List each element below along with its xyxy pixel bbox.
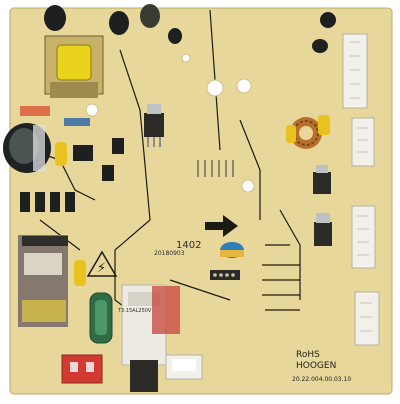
rohs-label: RoHS xyxy=(296,350,320,360)
voltage-regulator-3 xyxy=(314,213,332,246)
connector-right-top xyxy=(342,33,368,109)
red-terminal-connector xyxy=(61,354,103,384)
voltage-regulator-1 xyxy=(144,104,164,147)
connector-right-bottom xyxy=(354,291,380,346)
top-capacitors xyxy=(44,4,336,53)
resistor-array-center xyxy=(197,160,234,177)
high-voltage-warning-icon xyxy=(86,250,118,277)
small-components-left xyxy=(20,106,124,212)
large-capacitor-left xyxy=(3,123,51,173)
main-transformer xyxy=(44,35,104,98)
fuse-component xyxy=(89,292,113,344)
yellow-capacitors xyxy=(55,115,330,286)
bottom-white-connector xyxy=(165,354,203,380)
date-code-label: 20180903 xyxy=(154,250,185,257)
connector-right-middle xyxy=(351,117,375,167)
part-number-label: 20.22.004.00.03.10 xyxy=(292,376,351,383)
board-code-label: 1402 xyxy=(176,240,201,251)
blue-capacitor xyxy=(220,242,244,258)
bottom-left-transformer xyxy=(18,235,68,327)
connector-right-lower xyxy=(351,205,376,269)
relay-box xyxy=(121,284,180,366)
voltage-regulator-2 xyxy=(313,165,331,194)
warning-symbol: ⚡ xyxy=(97,261,106,276)
brand-label: HOOGEN xyxy=(296,361,336,371)
fuse-label: T3.15AL250V xyxy=(117,308,152,314)
right-arrow-icon xyxy=(205,215,238,237)
bottom-black-module xyxy=(130,360,158,392)
pin-header xyxy=(210,270,240,280)
mounting-holes xyxy=(85,53,255,193)
